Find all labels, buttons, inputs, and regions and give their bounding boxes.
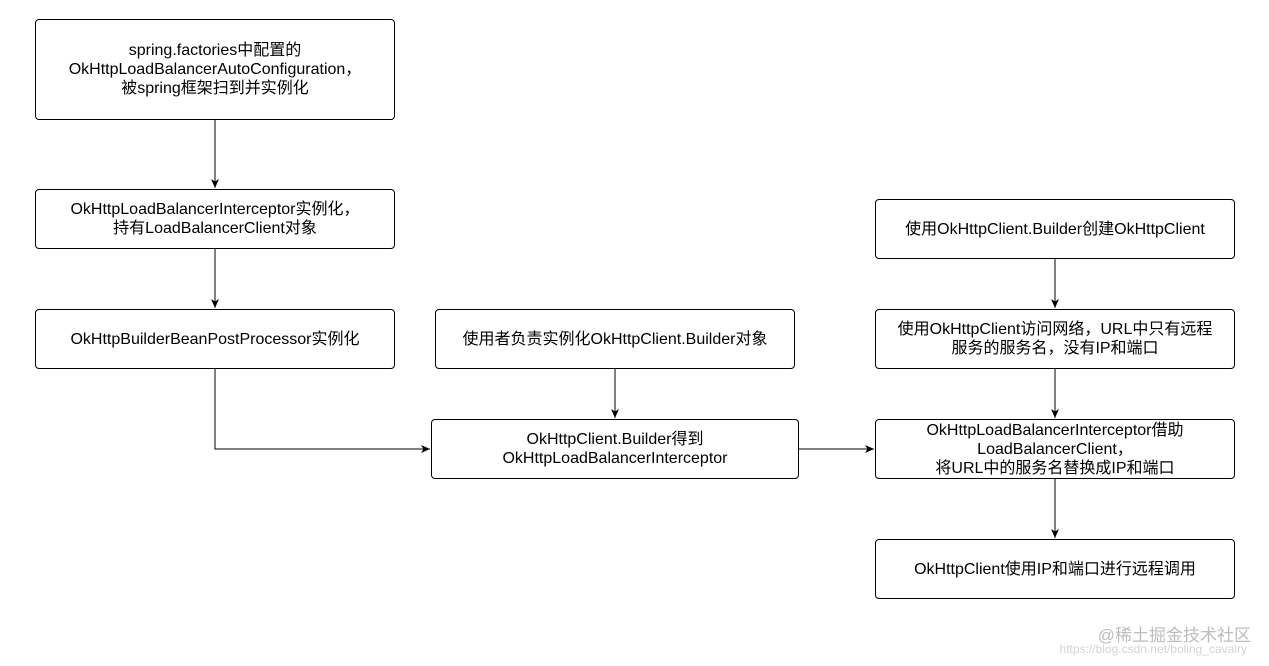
watermark-brand: @稀土掘金技术社区: [1097, 626, 1251, 645]
node-builder-gets-interceptor-text: OkHttpClient.Builder得到 OkHttpLoadBalance…: [502, 431, 728, 467]
node-create-client: 使用OkHttpClient.Builder创建OkHttpClient: [875, 199, 1235, 259]
watermark-url: https://blog.csdn.net/boling_cavalry: [1059, 642, 1247, 656]
node-bean-post-processor-text: OkHttpBuilderBeanPostProcessor实例化: [70, 330, 360, 348]
node-autoconfiguration: spring.factories中配置的 OkHttpLoadBalancerA…: [35, 19, 395, 120]
node-user-builder-text: 使用者负责实例化OkHttpClient.Builder对象: [462, 330, 768, 348]
node-remote-call-text: OkHttpClient使用IP和端口进行远程调用: [914, 560, 1196, 578]
node-interceptor-instantiated: OkHttpLoadBalancerInterceptor实例化， 持有Load…: [35, 189, 395, 249]
node-builder-gets-interceptor: OkHttpClient.Builder得到 OkHttpLoadBalance…: [431, 419, 799, 479]
node-bean-post-processor: OkHttpBuilderBeanPostProcessor实例化: [35, 309, 395, 369]
node-interceptor-instantiated-text: OkHttpLoadBalancerInterceptor实例化， 持有Load…: [70, 201, 360, 237]
node-access-network-text: 使用OkHttpClient访问网络，URL中只有远程 服务的服务名，没有IP和…: [897, 321, 1213, 357]
node-user-builder: 使用者负责实例化OkHttpClient.Builder对象: [435, 309, 795, 369]
node-remote-call: OkHttpClient使用IP和端口进行远程调用: [875, 539, 1235, 599]
node-replace-service-name: OkHttpLoadBalancerInterceptor借助 LoadBala…: [875, 419, 1235, 479]
node-autoconfiguration-text: spring.factories中配置的 OkHttpLoadBalancerA…: [68, 42, 362, 97]
node-create-client-text: 使用OkHttpClient.Builder创建OkHttpClient: [905, 220, 1205, 238]
node-access-network: 使用OkHttpClient访问网络，URL中只有远程 服务的服务名，没有IP和…: [875, 309, 1235, 369]
node-replace-service-name-text: OkHttpLoadBalancerInterceptor借助 LoadBala…: [926, 421, 1184, 477]
edge-n3-n5: [214, 369, 430, 453]
